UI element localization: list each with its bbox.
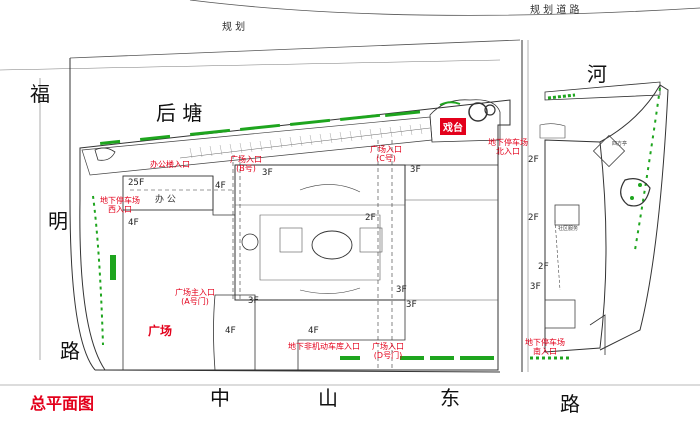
east-block: [544, 139, 607, 353]
site-boundary: [79, 99, 511, 371]
east-pond: [620, 178, 651, 207]
stage-label: 戏台: [440, 118, 466, 135]
circulation-dashes: [130, 140, 393, 370]
stage-garden: [429, 99, 501, 143]
floor-tag: 2F: [528, 155, 539, 165]
parking-west-label: 地下停车场 西入口: [100, 196, 140, 214]
zhongshan-road-char-1: 中: [210, 386, 230, 410]
top-right-road-label: 规 划 道 路: [530, 5, 580, 16]
bike-garage-entrance-label: 地下非机动车库入口: [288, 342, 360, 351]
river-south-bank: [544, 81, 661, 101]
south-hedges: [340, 356, 494, 360]
central-dome: [311, 230, 353, 260]
floor-tag: 2F: [365, 213, 376, 223]
floor-tag: 2F: [538, 262, 549, 272]
pavilion-label: 四方亭: [612, 141, 628, 147]
top-road-edge: [189, 0, 700, 16]
plaza-entrance-c-label: 广场入口 (C号): [370, 145, 402, 163]
zhongshan-road-char-2: 山: [318, 386, 338, 410]
north-hedges: [100, 110, 421, 145]
floor-tag: 3F: [406, 300, 417, 310]
floor-tag: 3F: [262, 168, 273, 178]
floor-tag: 2F: [528, 213, 539, 223]
canal-label: 后 塘: [156, 101, 203, 125]
floor-tag: 4F: [215, 181, 226, 191]
top-plan-road-label: 规 划: [222, 22, 246, 33]
floor-tag: 4F: [128, 218, 139, 228]
floor-tag: 3F: [248, 296, 259, 306]
parking-south-label: 地下停车场 南入口: [525, 338, 565, 356]
parking-stalls: [189, 123, 423, 159]
office-label: 办 公: [155, 195, 176, 205]
plaza-entrance-d-label: 广场入口 (D号门): [372, 342, 404, 360]
map-title: 总平面图: [30, 394, 95, 413]
west-hedge: [92, 195, 104, 346]
fuming-road-char-3: 路: [60, 339, 80, 363]
floor-tag: 3F: [410, 165, 421, 175]
floor-tag: 4F: [225, 326, 236, 336]
floor-tag: 4F: [308, 326, 319, 336]
fuming-road-char-1: 福: [30, 82, 50, 106]
fuming-road-char-2: 明: [48, 209, 68, 233]
zhongshan-road-char-4: 路: [560, 392, 580, 416]
canal-south-edge: [69, 39, 521, 59]
west-garden: [94, 147, 116, 161]
plaza-entrance-b-label: 广场入口 (B号): [230, 155, 262, 173]
office-entrance-label: 办公楼入口: [150, 160, 190, 169]
plaza-main-entrance-label: 广场主入口 (A号门): [175, 288, 215, 306]
river-label: 河: [587, 62, 607, 86]
plaza-label: 广场: [148, 324, 173, 338]
zhongshan-road-char-3: 东: [440, 386, 460, 410]
west-road-edge: [69, 58, 96, 371]
floor-tag: 3F: [396, 285, 407, 295]
top-road-centre: [0, 59, 501, 71]
floor-tag: 25F: [128, 178, 145, 188]
floor-tag: 3F: [530, 282, 541, 292]
parking-north-label: 地下停车场 北入口: [488, 138, 528, 156]
community-building-label: 社区服务: [558, 226, 579, 232]
